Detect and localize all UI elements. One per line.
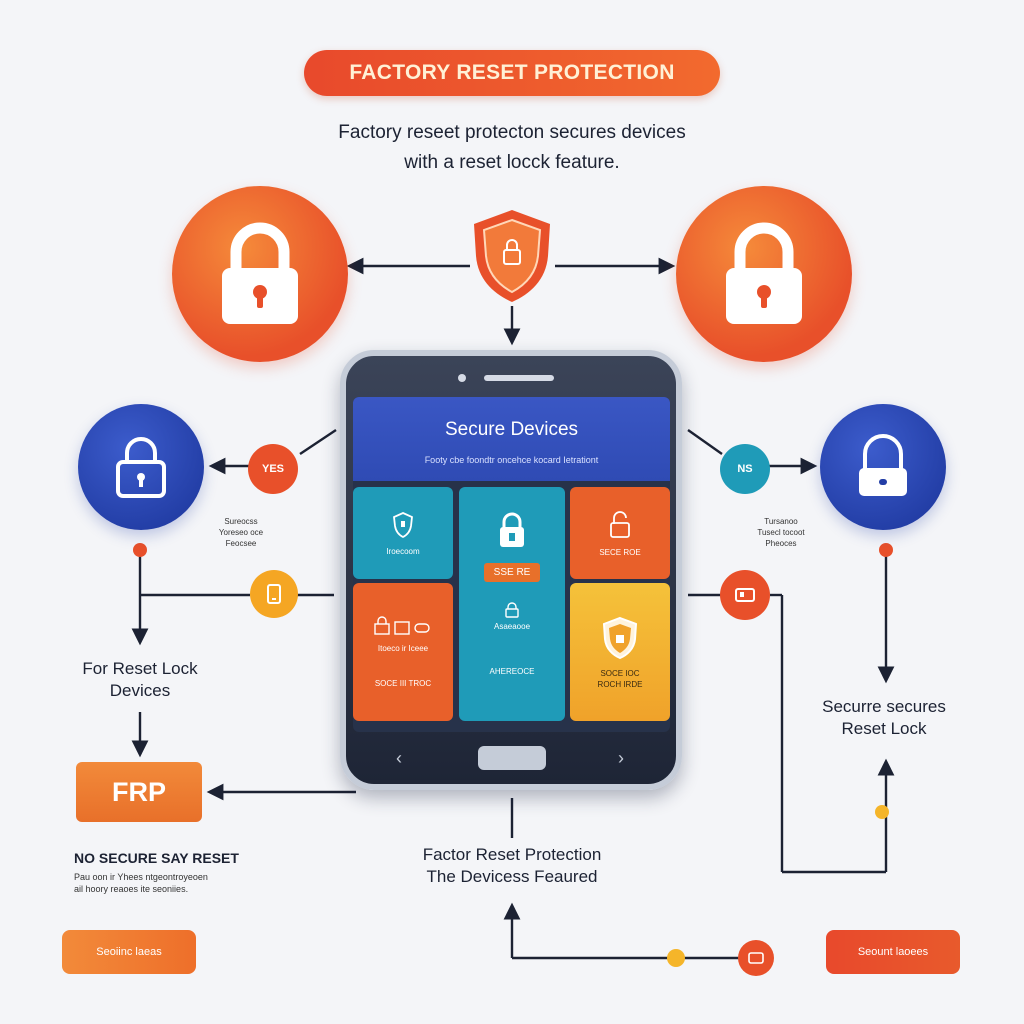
no-badge-text: NS bbox=[737, 463, 753, 475]
device-small-icon bbox=[735, 588, 755, 602]
right-label-line-2: Reset Lock bbox=[841, 719, 927, 738]
phone-speaker bbox=[484, 375, 554, 381]
no-secure-heading: NO SECURE SAY RESET bbox=[74, 850, 239, 866]
left-note-line-3: Feocsee bbox=[225, 539, 257, 548]
right-note: Tursanoo Tusecl tocoot Pheoces bbox=[736, 516, 826, 549]
shield-icon bbox=[474, 210, 550, 302]
bottom-center-line-2: The Devicess Feaured bbox=[426, 867, 598, 886]
unlock-icon bbox=[610, 510, 630, 538]
frp-text: FRP bbox=[112, 776, 166, 807]
lock-circle-right bbox=[820, 404, 946, 530]
bottom-right-button-label: Seount laoees bbox=[857, 946, 929, 958]
tile-label-bottom: AHEREOCE bbox=[489, 667, 535, 676]
padlock-circle-left bbox=[172, 186, 348, 362]
forward-chevron-icon[interactable]: › bbox=[618, 748, 624, 768]
left-label-line-1: For Reset Lock bbox=[82, 659, 198, 678]
lock-icon bbox=[116, 437, 166, 498]
yes-badge-text: YES bbox=[261, 463, 284, 475]
title-banner: FACTORY RESET PROTECTION bbox=[304, 50, 720, 96]
tile-label: Itoeco ir Iceee bbox=[377, 644, 429, 653]
right-label-line-1: Securre secures bbox=[822, 697, 946, 716]
bottom-left-button-label: Seoiinc laeas bbox=[96, 946, 162, 958]
phone-camera bbox=[458, 374, 466, 382]
bottom-center-line-1: Factor Reset Protection bbox=[422, 845, 602, 864]
tile-label-bottom: SOCE III TROC bbox=[374, 679, 432, 688]
device-node-right bbox=[720, 570, 770, 620]
right-note-line-1: Tursanoo bbox=[764, 517, 798, 526]
no-badge: NS bbox=[720, 444, 770, 494]
subtitle-line-2: with a reset locck feature. bbox=[404, 152, 620, 173]
subtitle: Factory reseet protecton secures devices… bbox=[250, 118, 774, 178]
left-note: Sureocss Yoreseo oce Feocsee bbox=[196, 516, 286, 549]
tile-lock-orange[interactable]: SECE ROE bbox=[570, 487, 670, 579]
lock-circle-left bbox=[78, 404, 204, 530]
bottom-right-button[interactable]: Seount laoees bbox=[826, 930, 960, 974]
tile-label: Iroecoom bbox=[386, 546, 420, 556]
subtitle-line-1: Factory reseet protecton secures devices bbox=[338, 122, 686, 143]
tile-shield-yellow[interactable]: SOCE IOC ROCH IRDE bbox=[570, 583, 670, 721]
right-note-line-2: Tusecl tocoot bbox=[757, 528, 805, 537]
padlock-icon bbox=[500, 512, 524, 547]
title-text: FACTORY RESET PROTECTION bbox=[349, 61, 675, 84]
left-note-line-2: Yoreseo oce bbox=[218, 528, 264, 537]
tile-badge: SSE RE bbox=[483, 563, 541, 582]
padlock-icon bbox=[726, 222, 802, 324]
tile-shield[interactable]: Iroecoom bbox=[353, 487, 453, 579]
yes-badge: YES bbox=[248, 444, 298, 494]
screen-subtitle: Footy cbe foondtr oncehce kocard Ietrati… bbox=[424, 455, 599, 465]
no-secure-block: NO SECURE SAY RESET Pau oon ir Yhees ntg… bbox=[74, 850, 304, 894]
phone-small-icon bbox=[267, 584, 281, 604]
phone-screen: Secure Devices Footy cbe foondtr oncehce… bbox=[353, 397, 670, 732]
shield-icon bbox=[393, 511, 413, 538]
tile-label: Asaeaooe bbox=[493, 622, 531, 631]
left-label: For Reset Lock Devices bbox=[50, 658, 230, 702]
unlock-icon bbox=[859, 434, 907, 496]
phone-node-left bbox=[250, 570, 298, 618]
bottom-left-button[interactable]: Seoiinc laeas bbox=[62, 930, 196, 974]
tile-locks-orange[interactable]: Itoeco ir Iceee SOCE III TROC bbox=[353, 583, 453, 721]
tile-label: SOCE IOC bbox=[600, 669, 640, 678]
tile-lock-center[interactable]: SSE RE Asaeaooe AHEREOCE bbox=[459, 487, 565, 721]
tile-badge-text: SSE RE bbox=[493, 567, 531, 578]
padlock-icon bbox=[222, 222, 298, 324]
lock-small-icon bbox=[505, 602, 519, 618]
device-small-icon bbox=[748, 952, 764, 964]
right-label: Securre secures Reset Lock bbox=[794, 696, 974, 740]
shield-icon bbox=[602, 616, 638, 660]
bottom-node bbox=[738, 940, 774, 976]
left-label-line-2: Devices bbox=[109, 681, 171, 700]
right-note-line-3: Pheoces bbox=[765, 539, 797, 548]
padlock-circle-right bbox=[676, 186, 852, 362]
screen-title: Secure Devices bbox=[444, 419, 579, 440]
no-secure-line-2: ail hoory reaoes ite seoniies. bbox=[74, 884, 189, 894]
tile-label: SECE ROE bbox=[599, 547, 641, 557]
locks-icon bbox=[374, 616, 430, 635]
bottom-center-label: Factor Reset Protection The Devicess Fea… bbox=[392, 844, 632, 888]
no-secure-line-1: Pau oon ir Yhees ntgeontroyeoen bbox=[74, 872, 208, 882]
tile-label-bottom: ROCH IRDE bbox=[597, 680, 643, 689]
left-note-line-1: Sureocss bbox=[224, 517, 258, 526]
screen-header: Secure Devices Footy cbe foondtr oncehce… bbox=[353, 397, 670, 481]
home-button[interactable] bbox=[478, 746, 546, 770]
frp-box: FRP bbox=[76, 762, 202, 822]
back-chevron-icon[interactable]: ‹ bbox=[396, 748, 402, 768]
